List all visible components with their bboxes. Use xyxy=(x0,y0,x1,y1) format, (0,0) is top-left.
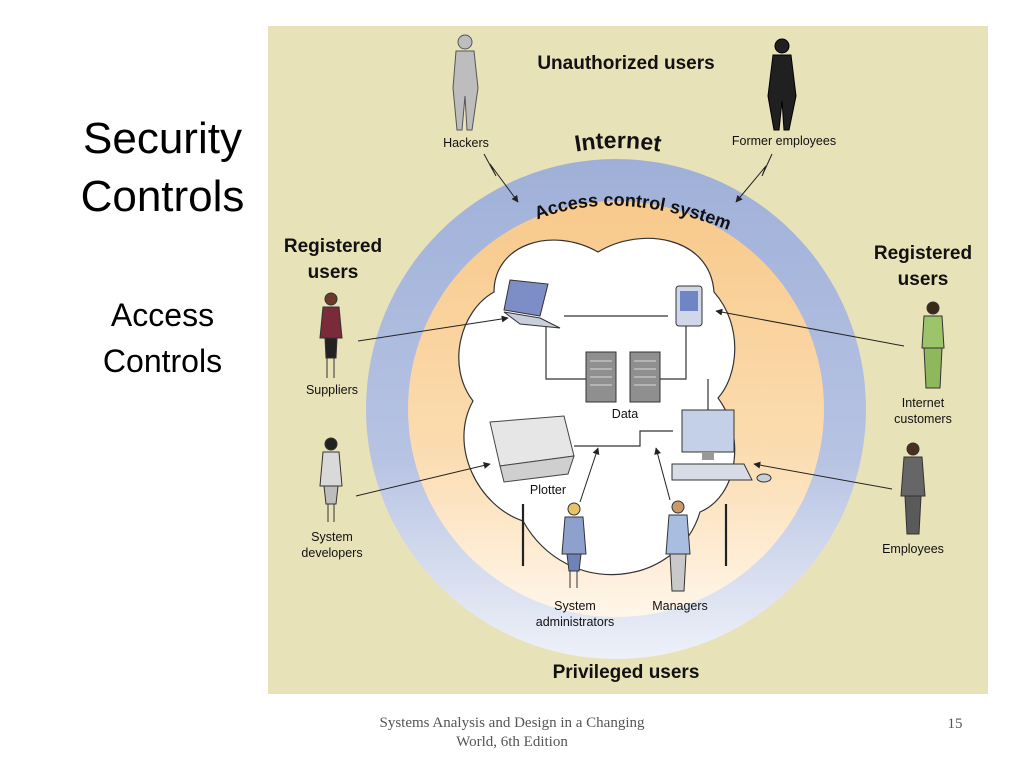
registered-users-left-label-2: users xyxy=(308,262,359,283)
access-controls-diagram: Internet Access control system Unauthori… xyxy=(268,26,988,694)
registered-users-right-label-2: users xyxy=(898,269,949,290)
system-administrators-label-2: administrators xyxy=(536,615,615,629)
system-developer-person-icon xyxy=(319,437,343,522)
manager-to-desktop-arrow xyxy=(654,447,671,501)
supplier-to-laptop-arrow xyxy=(357,315,509,342)
hacker-blocked-arrow xyxy=(483,153,519,203)
manager-person-icon xyxy=(665,500,691,592)
internet-customers-label-1: Internet xyxy=(902,396,945,410)
unauthorized-users-label: Unauthorized users xyxy=(537,53,714,74)
data-label: Data xyxy=(612,407,638,421)
internet-ring-label: Internet xyxy=(573,127,664,157)
page-number: 15 xyxy=(947,716,963,732)
system-developers-label-2: developers xyxy=(301,546,362,560)
slide-subtitle: Access Controls xyxy=(60,292,265,384)
access-arrows xyxy=(355,153,905,503)
title-line-2: Controls xyxy=(80,172,245,221)
employee-to-desktop-arrow xyxy=(753,461,893,490)
network-connections xyxy=(545,315,709,447)
title-line-1: Security xyxy=(83,114,242,163)
customer-to-pda-arrow xyxy=(715,308,905,347)
employees-label: Employees xyxy=(882,542,944,556)
privileged-users-label: Privileged users xyxy=(553,662,700,683)
hackers-label: Hackers xyxy=(443,136,489,150)
slide-title: Security Controls xyxy=(60,110,265,226)
footer-line-1: Systems Analysis and Design in a Changin… xyxy=(379,715,645,731)
admin-to-plotter-arrow xyxy=(579,447,600,503)
internet-customers-label-2: customers xyxy=(894,412,952,426)
employee-person-icon xyxy=(900,442,926,535)
pda-icon xyxy=(675,285,703,327)
subtitle-line-1: Access xyxy=(110,297,215,333)
developer-to-plotter-arrow xyxy=(355,462,491,497)
suppliers-label: Suppliers xyxy=(306,383,358,397)
internet-customer-person-icon xyxy=(921,301,945,389)
system-administrators-label-1: System xyxy=(554,599,596,613)
hacker-person-icon xyxy=(452,34,479,131)
plotter-label: Plotter xyxy=(530,483,566,497)
desktop-computer-icon xyxy=(671,409,772,483)
registered-users-left-label-1: Registered xyxy=(284,236,382,257)
server-icon-1 xyxy=(585,351,617,403)
footer-line-2: World, 6th Edition xyxy=(456,734,568,750)
subtitle-line-2: Controls xyxy=(102,343,223,379)
managers-label: Managers xyxy=(652,599,708,613)
former-employees-label: Former employees xyxy=(732,134,836,148)
former-employee-blocked-arrow xyxy=(735,153,773,203)
footer-text: Systems Analysis and Design in a Changin… xyxy=(330,714,694,752)
laptop-icon xyxy=(503,279,561,329)
plotter-icon xyxy=(489,415,575,483)
registered-users-right-label-1: Registered xyxy=(874,243,972,264)
former-employee-person-icon xyxy=(767,38,797,131)
server-icon-2 xyxy=(629,351,661,403)
system-developers-label-1: System xyxy=(311,530,353,544)
supplier-person-icon xyxy=(319,292,343,378)
system-administrator-person-icon xyxy=(561,502,587,588)
